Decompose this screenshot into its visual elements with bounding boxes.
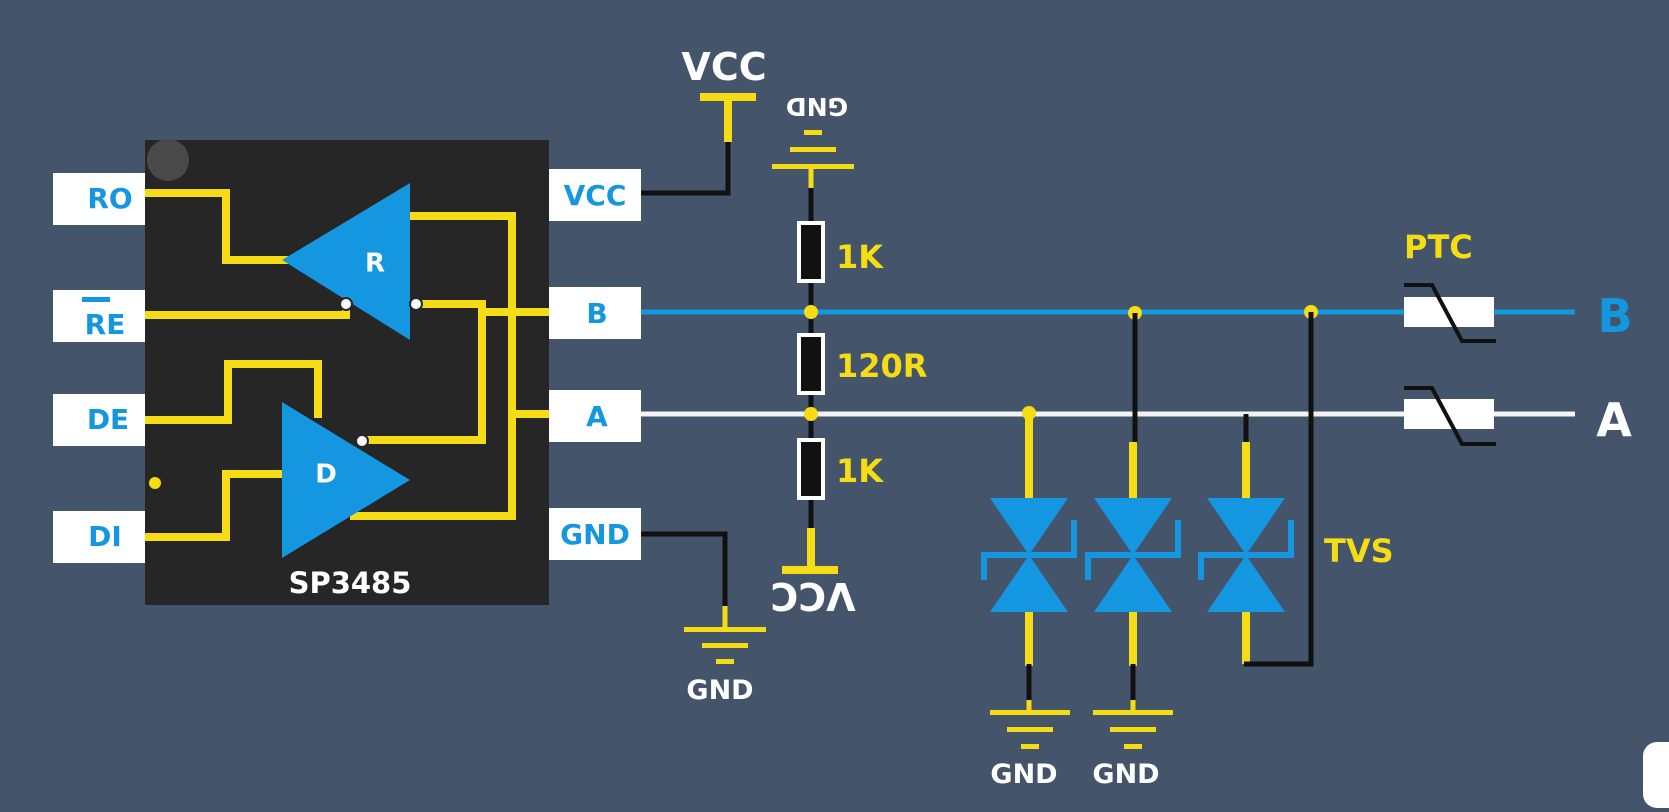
pin-box-gnd: [549, 508, 641, 560]
resistor-120r: [797, 333, 825, 395]
tvs2-gnd-bar3: [1124, 744, 1142, 749]
gnd-chip-label: GND: [686, 675, 753, 706]
ptc-b-body: [1404, 297, 1494, 327]
pin-label-vcc: VCC: [564, 179, 627, 212]
pin-box-vcc: [549, 169, 641, 221]
tvs1-gnd-bar2: [1007, 727, 1053, 732]
di-wire: [145, 470, 285, 541]
tvs3-return-wire: [1244, 312, 1314, 667]
pin-label-a: A: [586, 400, 608, 433]
gnd-chip-bar1: [684, 627, 766, 632]
receiver-in-b: [362, 300, 486, 444]
driver-buffer: D: [282, 402, 410, 558]
tvs2-gnd-bar2: [1110, 727, 1156, 732]
vcc-top-label: VCC: [681, 45, 766, 89]
tvs2-bar: [1085, 520, 1181, 580]
tvs-label: TVS: [1324, 532, 1394, 570]
tvs3-bar: [1198, 520, 1294, 580]
vcc-wire: [641, 135, 731, 196]
ptc-label: PTC: [1404, 228, 1473, 266]
chip-name: SP3485: [289, 566, 412, 600]
pin-label-di: DI: [88, 520, 122, 553]
driver-triangle: [282, 402, 410, 558]
pin-label-de: DE: [87, 403, 129, 436]
tvs2-gnd-label: GND: [1092, 759, 1159, 790]
vcc-bar: [700, 93, 756, 101]
bus-a-label: A: [1596, 393, 1632, 447]
gnd-chip: GND: [641, 531, 766, 706]
pin-label-re: RE: [85, 308, 126, 341]
tvs1-upper-triangle: [990, 498, 1068, 555]
gnd-chip-bar2: [702, 643, 748, 648]
pin1-marker: [147, 139, 189, 181]
gnd-top-bar3: [804, 130, 822, 135]
gnd-top-label: GND: [786, 92, 848, 121]
pin-box-a: [549, 390, 641, 442]
pin-box-de: [53, 394, 145, 446]
gnd-top-inverted: GND: [772, 92, 854, 190]
resistor-1k-top: [797, 221, 825, 283]
tvs2-upper-triangle: [1094, 498, 1172, 555]
bus-b-label: B: [1597, 289, 1632, 343]
corner-logo-fragment: [1643, 742, 1669, 808]
left-pins: RO RE DE DI: [53, 173, 145, 563]
tvs3-upper-triangle: [1207, 498, 1285, 555]
vcc-supply-top: VCC: [641, 45, 767, 196]
resistor-120r-label: 120R: [836, 347, 927, 385]
resistor-1k-top-label: 1K: [836, 238, 884, 276]
tvs-diode-2: GND: [1085, 313, 1181, 790]
ptc-a-slash: [1404, 386, 1496, 446]
gnd-chip-bar3: [716, 659, 734, 664]
resistor-1k-bottom-label: 1K: [836, 452, 884, 490]
junction-b-resistor: [804, 305, 818, 319]
driver-out-a: [350, 414, 516, 520]
tvs2-lower-triangle: [1094, 555, 1172, 612]
junction-a-resistor: [804, 407, 818, 421]
gnd-top-bar2: [790, 147, 836, 152]
pin-box-b: [549, 287, 641, 339]
re-overline: [82, 297, 110, 302]
pin-label-b: B: [586, 297, 607, 330]
pin-box-di: [53, 511, 145, 563]
receiver-input-bubble: [409, 297, 423, 311]
de-wire: [145, 360, 322, 424]
resistor-1k-bottom: [797, 438, 825, 500]
pin-label-gnd: GND: [560, 518, 630, 551]
tvs1-lower-triangle: [990, 555, 1068, 612]
tvs-diode-3: TVS: [1198, 312, 1394, 667]
driver-label: D: [315, 460, 337, 490]
tvs1-gnd-bar3: [1021, 744, 1039, 749]
tvs1-gnd-bar1: [990, 710, 1070, 715]
tvs1-gnd-label: GND: [990, 759, 1057, 790]
receiver-triangle: [282, 183, 410, 340]
tvs1-bar: [981, 520, 1077, 580]
receiver-enable-bubble: [339, 297, 353, 311]
receiver-buffer: R: [282, 183, 423, 340]
ro-wire: [145, 189, 288, 264]
driver-enable-bubble: [355, 434, 369, 448]
pin-box-ro: [53, 173, 145, 225]
resistor-chain: 1K 120R 1K VCC: [770, 188, 927, 618]
pin-label-ro: RO: [87, 182, 132, 215]
vcc-bottom-label: VCC: [770, 574, 855, 618]
ptc-fuses: PTC: [1404, 228, 1496, 446]
vcc-bottom-bar: [782, 566, 838, 574]
tvs2-gnd-bar1: [1093, 710, 1173, 715]
ptc-a-body: [1404, 399, 1494, 429]
ptc-b-slash: [1404, 283, 1496, 343]
polarity-dot: [149, 477, 161, 489]
tvs-diode-1: GND: [981, 414, 1077, 790]
right-pins: VCC B A GND: [549, 169, 641, 560]
gnd-chip-wire: [641, 531, 728, 608]
receiver-label: R: [365, 249, 385, 279]
tvs3-lower-triangle: [1207, 555, 1285, 612]
